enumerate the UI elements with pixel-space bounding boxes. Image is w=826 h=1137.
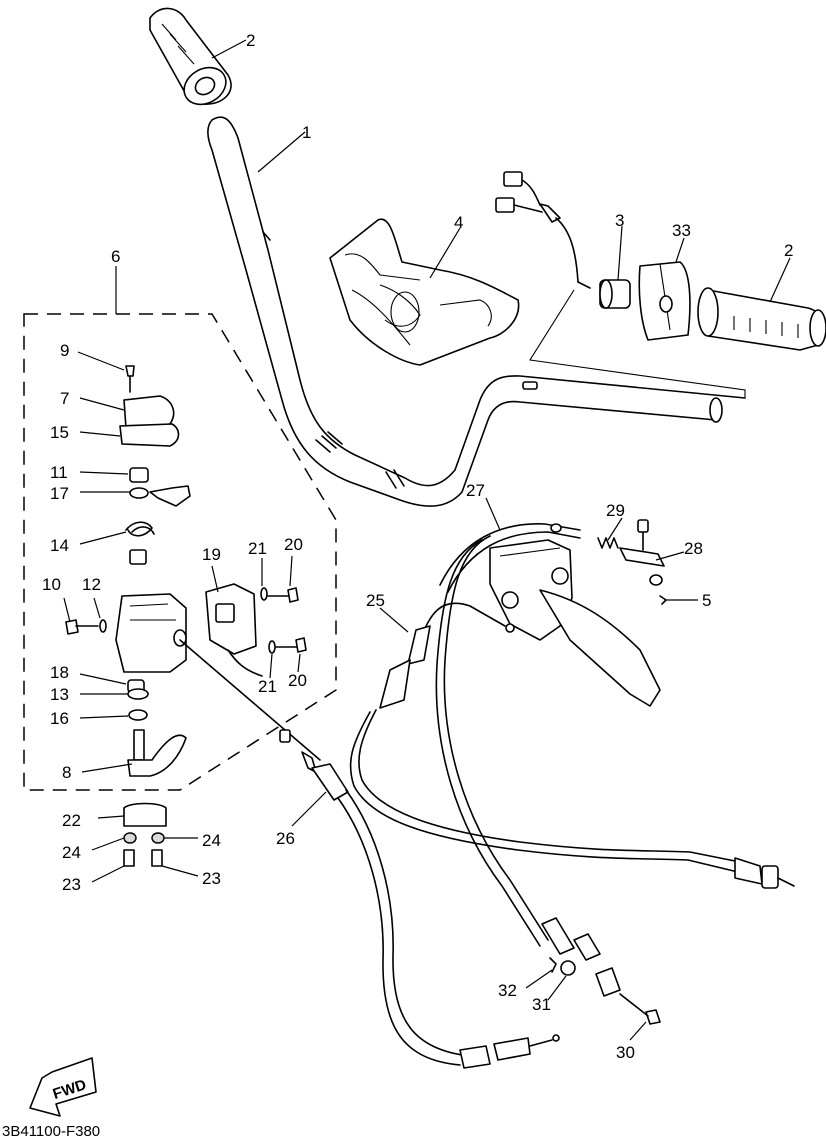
callout-5: 5: [702, 591, 711, 610]
callout-labels: 2 1 4 3 33 2 6 9 7 15 11 17 14 10 12 19 …: [42, 31, 793, 1062]
callout-15: 15: [50, 423, 69, 442]
throttle-cable[interactable]: [179, 639, 560, 1069]
callout-4: 4: [454, 213, 463, 232]
callout-26: 26: [276, 829, 295, 848]
callout-14: 14: [50, 536, 69, 555]
callout-31: 31: [532, 995, 551, 1014]
callout-33: 33: [672, 221, 691, 240]
callout-18: 18: [50, 663, 69, 682]
throttle-housing-parts[interactable]: [65, 365, 307, 777]
callout-13: 13: [50, 685, 69, 704]
callout-21-lower: 21: [258, 677, 277, 696]
throttle-assembly-box: [23, 313, 337, 791]
callout-30: 30: [616, 1043, 635, 1062]
handlebar-cover[interactable]: [329, 218, 520, 366]
fwd-arrow-icon: FWD: [29, 1057, 97, 1117]
clutch-cable[interactable]: [435, 535, 661, 1025]
callout-20-upper: 20: [284, 535, 303, 554]
callout-2-right-grip: 2: [784, 241, 793, 260]
callout-7: 7: [60, 389, 69, 408]
callout-29: 29: [606, 501, 625, 520]
callout-8: 8: [62, 763, 71, 782]
callout-10: 10: [42, 575, 61, 594]
leader-lines: [63, 39, 791, 1041]
callout-32: 32: [498, 981, 517, 1000]
handlebar[interactable]: [207, 116, 746, 507]
callout-2-left-grip: 2: [246, 31, 255, 50]
callout-25: 25: [366, 591, 385, 610]
callout-19: 19: [202, 545, 221, 564]
callout-28: 28: [684, 539, 703, 558]
right-grip[interactable]: [697, 287, 826, 351]
callout-3: 3: [615, 211, 624, 230]
clamp-parts[interactable]: [123, 802, 167, 867]
callout-9: 9: [60, 341, 69, 360]
right-switch-assembly[interactable]: [495, 171, 691, 341]
callout-1: 1: [302, 123, 311, 142]
callout-23-left: 23: [62, 875, 81, 894]
callout-16: 16: [50, 709, 69, 728]
callout-6: 6: [111, 247, 120, 266]
callout-27: 27: [466, 481, 485, 500]
callout-21-upper: 21: [248, 539, 267, 558]
assembly-bracket: [529, 289, 746, 398]
callout-11: 11: [50, 463, 68, 482]
callout-24-left: 24: [62, 843, 81, 862]
callout-23-right: 23: [202, 869, 221, 888]
diagram-code: 3B41100-F380: [2, 1123, 100, 1137]
callout-24-right: 24: [202, 831, 221, 850]
lever-assembly[interactable]: [439, 519, 667, 707]
choke-cable[interactable]: [349, 602, 795, 889]
left-grip[interactable]: [149, 7, 233, 111]
callout-20-lower: 20: [288, 671, 307, 690]
callout-22: 22: [62, 811, 81, 830]
callout-12: 12: [82, 575, 101, 594]
callout-17: 17: [50, 484, 69, 503]
